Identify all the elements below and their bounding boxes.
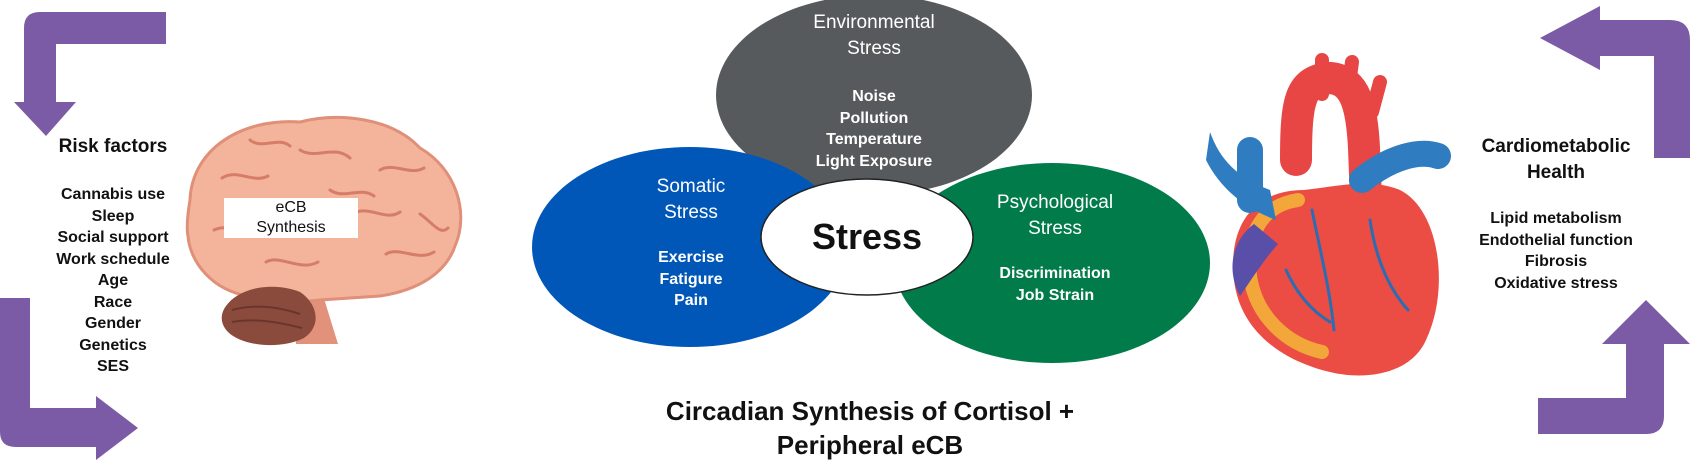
list-item: Genetics <box>79 336 147 354</box>
list-item: Lipid metabolism <box>1490 210 1622 227</box>
list-item: Discrimination <box>999 265 1111 282</box>
arrow-top-right-icon <box>1540 6 1690 158</box>
list-item: Gender <box>84 315 141 332</box>
psychological-stress-title: Psychological Stress <box>996 192 1114 239</box>
ecb-synthesis-label: eCB Synthesis <box>256 199 326 236</box>
list-item: Race <box>93 293 133 311</box>
list-item: Social support <box>57 229 169 246</box>
psychological-stress-ellipse <box>894 163 1210 363</box>
list-item: Pain <box>674 292 708 309</box>
stress-center-ellipse <box>760 178 974 296</box>
list-item: Light Exposure <box>815 152 933 170</box>
arrow-bottom-right-icon <box>1538 300 1690 434</box>
somatic-stress-list: Exercise Fatigure Pain <box>606 247 776 312</box>
list-item: Temperature <box>826 131 922 148</box>
list-item: SES <box>96 358 129 375</box>
psychological-stress-list: Discrimination Job Strain <box>960 263 1150 306</box>
environmental-stress-title: Environmental Stress <box>813 12 935 59</box>
list-item: Job Strain <box>1015 286 1095 304</box>
ecb-synthesis-box <box>224 198 358 238</box>
arrow-bottom-left-icon <box>0 298 138 460</box>
list-item: Work schedule <box>56 250 170 268</box>
list-item: Fatigure <box>659 270 723 288</box>
cardiometabolic-title: Cardiometabolic Health <box>1481 136 1631 183</box>
cardiometabolic-list: Lipid metabolism Endothelial function Fi… <box>1454 208 1658 294</box>
list-item: Pollution <box>839 109 909 127</box>
risk-factors-list: Cannabis use Sleep Social support Work s… <box>20 184 206 378</box>
list-item: Exercise <box>658 249 724 266</box>
stress-center-label: Stress <box>811 216 923 257</box>
list-item: Noise <box>852 88 896 105</box>
somatic-stress-ellipse <box>532 147 848 347</box>
somatic-stress-title: Somatic Stress <box>656 176 726 223</box>
heart-icon <box>1206 53 1451 376</box>
list-item: Cannabis use <box>60 186 166 203</box>
list-item: Oxidative stress <box>1494 274 1618 292</box>
caption: Circadian Synthesis of Cortisol + Periph… <box>665 396 1075 460</box>
risk-factors-title: Risk factors <box>58 136 168 157</box>
list-item: Age <box>97 272 129 289</box>
environmental-stress-list: Noise Pollution Temperature Light Exposu… <box>760 86 988 172</box>
list-item: Fibrosis <box>1524 253 1588 270</box>
arrow-top-left-icon <box>14 12 166 136</box>
list-item: Endothelial function <box>1479 231 1633 249</box>
environmental-stress-ellipse <box>716 0 1032 195</box>
list-item: Sleep <box>91 207 135 225</box>
